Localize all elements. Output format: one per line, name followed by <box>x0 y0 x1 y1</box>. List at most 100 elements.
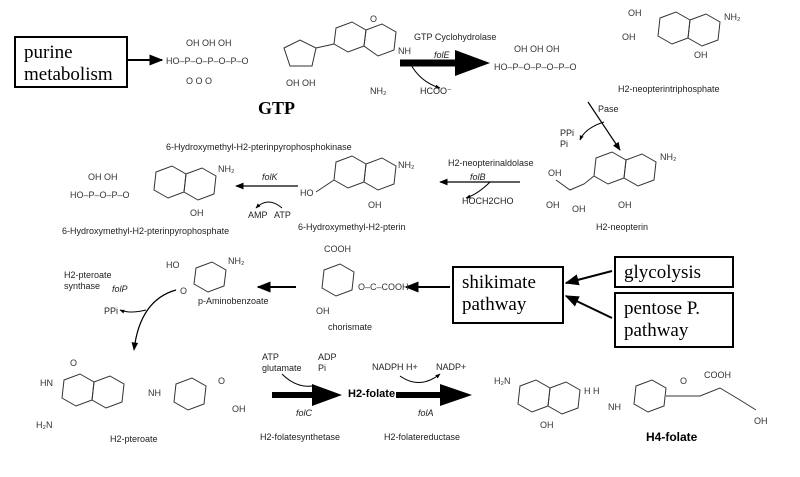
arrow-pentose-to-shikimate <box>564 295 613 319</box>
svg-text:OH: OH <box>232 404 246 414</box>
svg-text:O: O <box>180 286 187 296</box>
svg-text:O: O <box>370 14 377 24</box>
svg-text:OH: OH <box>546 200 560 210</box>
arrow-aldolase <box>439 178 520 199</box>
label-folK: folK <box>262 172 278 182</box>
label-folate-reductase: H2-folatereductase <box>384 432 461 442</box>
label-folate-synthetase: H2-folatesynthetase <box>260 432 341 442</box>
svg-text:H H: H H <box>584 386 600 396</box>
svg-text:OH OH OH: OH OH OH <box>514 44 560 54</box>
label-pteroate-synthase: H2-pteroate synthase <box>64 270 112 291</box>
arrow-folate-reductase <box>396 373 472 406</box>
svg-text:HO–P–O–P–O: HO–P–O–P–O <box>70 190 130 200</box>
svg-text:HN: HN <box>40 378 53 388</box>
label-nadph: NADPH H+ <box>372 362 418 372</box>
label-folB: folB <box>470 172 486 182</box>
svg-text:COOH: COOH <box>704 370 731 380</box>
label-h2-neopterin: H2-neopterin <box>596 222 649 232</box>
label-gtp-cyclohydrolase: GTP Cyclohydrolase <box>414 32 497 42</box>
label-h4-folate: H4-folate <box>646 430 698 444</box>
arrow-folate-synthetase <box>272 373 342 406</box>
svg-text:OH OH: OH OH <box>286 78 316 88</box>
svg-text:O: O <box>680 376 687 386</box>
label-nadp: NADP+ <box>436 362 467 372</box>
structure-hm-pterin-pp: HO–P–O–P–O OH OH NH₂ OH <box>70 164 235 218</box>
label-h2-neopterin-triphosphate: H2-neopterintriphosphate <box>618 84 720 94</box>
svg-text:OH: OH <box>622 32 636 42</box>
structure-pab: NH₂ HO O <box>166 256 245 296</box>
svg-text:O O O: O O O <box>186 76 212 86</box>
svg-text:NH₂: NH₂ <box>218 164 235 174</box>
box-glycolysis: glycolysis <box>614 256 734 288</box>
label-pase: Pase <box>598 104 619 114</box>
svg-text:OH: OH <box>540 420 554 430</box>
svg-text:OH: OH <box>368 200 382 210</box>
box-purine-metabolism: purine metabolism <box>14 36 128 88</box>
label-chorismate: chorismate <box>328 322 373 332</box>
svg-text:NH: NH <box>148 388 161 398</box>
svg-text:HO: HO <box>166 260 180 270</box>
svg-text:OH: OH <box>316 306 330 316</box>
label-folE: folE <box>434 50 450 60</box>
svg-text:OH: OH <box>190 208 204 218</box>
arrow-kinase <box>235 182 298 209</box>
box-pentose-pathway: pentose P. pathway <box>614 292 734 348</box>
arrow-pase <box>579 101 621 151</box>
label-atp-kinase: ATP <box>274 210 291 220</box>
label-adp-pi: ADP Pi <box>318 352 337 373</box>
label-hcooh: HCOO⁻ <box>420 86 452 96</box>
structure-gtp: HO–P–O–P–O–P–O OH OH OH O O O OH OH O NH… <box>166 14 411 96</box>
structure-h4-folate: H₂N OH H H NH O COOH OH <box>494 370 768 430</box>
svg-text:H₂N: H₂N <box>36 420 53 430</box>
structure-h2-pteroate: O HN H₂N NH O OH <box>36 358 246 430</box>
svg-text:NH₂: NH₂ <box>228 256 245 266</box>
svg-text:OH: OH <box>628 8 642 18</box>
label-ppi-pi: PPi Pi <box>560 128 575 149</box>
label-folA: folA <box>418 408 434 418</box>
label-kinase: 6-Hydroxymethyl-H2-pterinpyrophosphokina… <box>166 142 352 152</box>
svg-text:O–C–COOH: O–C–COOH <box>358 282 409 292</box>
arrow-gtp-cyclohydrolase <box>400 50 490 89</box>
svg-text:NH₂: NH₂ <box>660 152 677 162</box>
label-ppi: PPi <box>104 306 119 316</box>
svg-text:OH OH OH: OH OH OH <box>186 38 232 48</box>
label-amp: AMP <box>248 210 268 220</box>
label-folP: folP <box>112 284 128 294</box>
structure-chorismate: COOH O–C–COOH OH <box>316 244 409 316</box>
label-hm-h2-pterin-pp: 6-Hydroxymethyl-H2-pterinpyrophosphate <box>62 226 230 236</box>
label-atp-glutamate: ATP glutamate <box>262 352 302 373</box>
svg-text:HO: HO <box>300 188 314 198</box>
svg-text:OH: OH <box>572 204 586 214</box>
structure-h2-neopterin: NH₂ OH OH OH OH <box>546 151 677 214</box>
svg-text:HO–P–O–P–O–P–O: HO–P–O–P–O–P–O <box>166 56 249 66</box>
svg-text:COOH: COOH <box>324 244 351 254</box>
svg-text:OH OH: OH OH <box>88 172 118 182</box>
svg-text:H₂N: H₂N <box>494 376 511 386</box>
svg-text:OH: OH <box>618 200 632 210</box>
svg-text:HO–P–O–P–O–P–O: HO–P–O–P–O–P–O <box>494 62 577 72</box>
arrow-glycolysis-to-shikimate <box>564 270 613 286</box>
svg-text:NH: NH <box>398 46 411 56</box>
svg-text:O: O <box>218 376 225 386</box>
box-shikimate-pathway: shikimate pathway <box>452 266 564 324</box>
svg-text:OH: OH <box>694 50 708 60</box>
label-gtp: GTP <box>258 98 296 118</box>
svg-text:NH₂: NH₂ <box>370 86 387 96</box>
label-aldolase: H2-neopterinaldolase <box>448 158 534 168</box>
arrow-pteroate-synthase <box>119 289 177 351</box>
svg-text:NH₂: NH₂ <box>398 160 415 170</box>
label-folC: folC <box>296 408 313 418</box>
structure-neopterin-triphosphate: HO–P–O–P–O–P–O OH OH OH OH OH NH₂ OH <box>494 8 741 72</box>
svg-text:O: O <box>70 358 77 368</box>
label-pab: p-Aminobenzoate <box>198 296 269 306</box>
label-h2-pteroate: H2-pteroate <box>110 434 158 444</box>
svg-text:OH: OH <box>754 416 768 426</box>
svg-text:OH: OH <box>548 168 562 178</box>
svg-text:NH: NH <box>608 402 621 412</box>
label-hoch2cho: HOCH2CHO <box>462 196 514 206</box>
label-h2-folate: H2-folate <box>348 388 396 400</box>
svg-text:NH₂: NH₂ <box>724 12 741 22</box>
structure-hm-pterin: NH₂ OH HO <box>300 155 415 210</box>
